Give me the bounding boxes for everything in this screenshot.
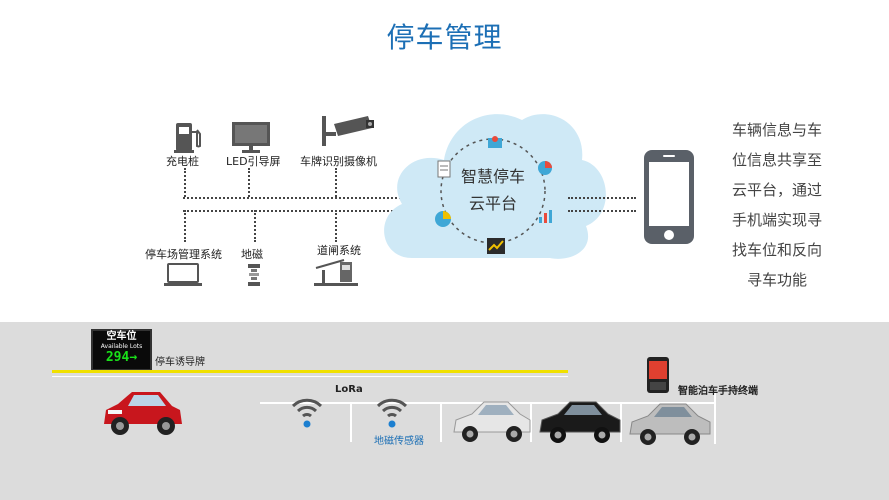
description-line: 位信息共享至 <box>731 151 822 169</box>
connector-line-top <box>183 197 413 199</box>
description-line: 寻车功能 <box>746 271 807 289</box>
guidance-sign: 空车位 Available Lots 294→ <box>91 329 152 371</box>
connector-rise-gate <box>335 210 337 242</box>
connector-line-bottom <box>183 210 413 212</box>
network-divider <box>620 402 622 442</box>
smartphone-icon <box>642 148 696 246</box>
cloud-platform-title: 智慧停车 云平台 <box>433 163 553 217</box>
sign-label: 停车诱导牌 <box>155 357 205 368</box>
connector-cloud-phone-1 <box>568 197 636 199</box>
led-screen-label: LED引导屏 <box>226 155 281 168</box>
geomag-label: 地磁 <box>241 248 263 261</box>
connector-drop-charging <box>184 168 186 197</box>
wifi-sensor-icon <box>290 392 324 428</box>
handheld-label: 智能泊车手持终端 <box>678 386 758 397</box>
cloud-line-1: 智慧停车 <box>460 167 525 186</box>
gate-label: 道闸系统 <box>317 244 361 257</box>
wifi-sensor-icon <box>375 392 409 428</box>
trend-chart-icon <box>487 238 505 254</box>
page-title: 停车管理 <box>386 21 503 54</box>
sign-number: 294→ <box>105 350 138 365</box>
black-car-icon <box>536 398 622 448</box>
charging-pile-label: 充电桩 <box>166 155 199 168</box>
document-icon <box>437 160 451 178</box>
network-divider <box>530 402 532 442</box>
grey-car-icon <box>626 400 712 450</box>
pie-chart-icon <box>434 210 452 228</box>
connector-drop-camera <box>335 168 337 197</box>
description-line: 找车位和反向 <box>731 241 822 259</box>
pie-chart-small-icon <box>537 160 553 176</box>
connector-rise-geomag <box>254 210 256 242</box>
laptop-icon <box>163 262 203 288</box>
description-line: 车辆信息与车 <box>731 121 822 139</box>
network-divider <box>714 392 716 444</box>
pms-label: 停车场管理系统 <box>145 248 222 261</box>
description-line: 云平台，通过 <box>731 181 822 199</box>
connector-drop-led <box>248 168 250 197</box>
camera-icon <box>320 114 376 152</box>
led-screen-icon <box>230 120 272 154</box>
sign-subtitle: Available Lots <box>100 343 143 350</box>
connector-cloud-phone-2 <box>568 210 636 212</box>
barrier-gate-icon <box>314 256 358 286</box>
charging-pile-icon <box>172 120 204 154</box>
white-lane-line <box>52 376 568 377</box>
silver-car-icon <box>450 398 532 446</box>
network-divider <box>440 402 442 442</box>
platform-ring <box>432 130 554 252</box>
connector-rise-pms <box>184 210 186 242</box>
yellow-lane-line <box>52 370 568 373</box>
camera-label: 车牌识别摄像机 <box>300 155 377 168</box>
map-pin-icon <box>487 134 503 150</box>
lora-label: LoRa <box>335 384 363 395</box>
red-car-icon <box>98 388 184 440</box>
description-line: 手机端实现寻 <box>731 211 822 229</box>
sensor-label: 地磁传感器 <box>374 436 424 447</box>
handheld-terminal-icon <box>646 356 670 394</box>
description-text: 车辆信息与车 位信息共享至 云平台，通过 手机端实现寻 找车位和反向 寻车功能 <box>712 115 842 295</box>
cloud-line-2: 云平台 <box>468 194 517 213</box>
sign-title: 空车位 <box>106 331 137 342</box>
geomag-icon <box>244 262 264 288</box>
network-divider <box>350 402 352 442</box>
bar-chart-icon <box>538 208 554 224</box>
